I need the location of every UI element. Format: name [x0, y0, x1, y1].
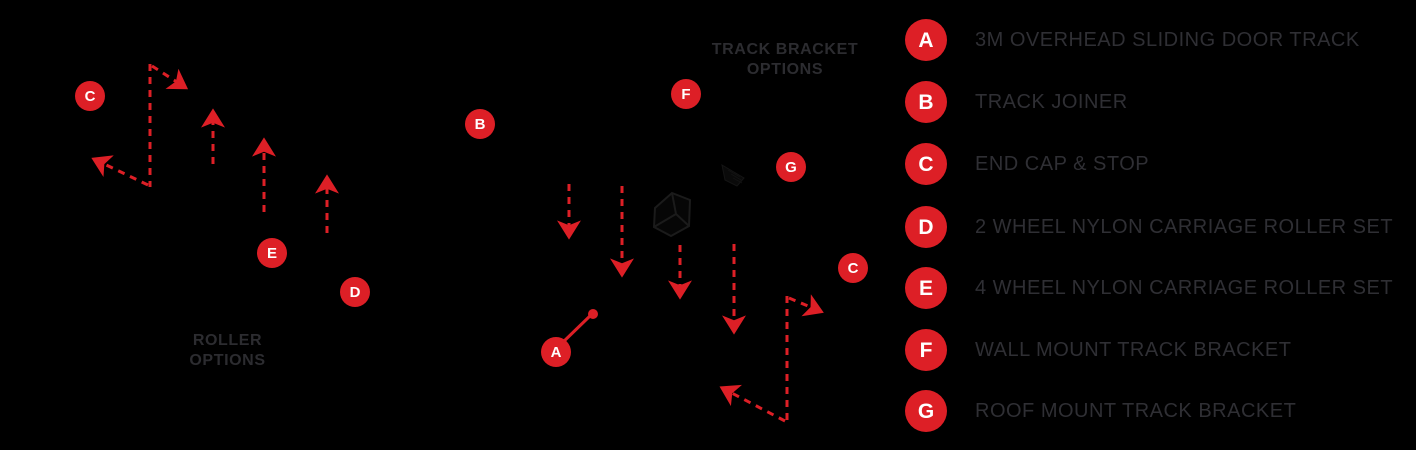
legend-label-f: WALL MOUNT TRACK BRACKET	[975, 338, 1292, 361]
legend-badge-f: F	[905, 329, 947, 371]
callout-badge-f-wall-mount[interactable]: F	[671, 79, 701, 109]
leader-roller-arrows	[201, 108, 339, 233]
leader-endcap-left	[91, 64, 189, 187]
legend-item-b[interactable]: B TRACK JOINER	[905, 81, 1128, 123]
legend-badge-c: C	[905, 143, 947, 185]
product-silhouette-bracket	[721, 163, 745, 187]
legend-item-e[interactable]: E 4 WHEEL NYLON CARRIAGE ROLLER SET	[905, 267, 1393, 309]
callout-badge-g-roof-mount[interactable]: G	[776, 152, 806, 182]
legend-label-c: END CAP & STOP	[975, 152, 1150, 175]
legend-label-a: 3M OVERHEAD SLIDING DOOR TRACK	[975, 28, 1360, 51]
legend-item-c[interactable]: C END CAP & STOP	[905, 143, 1149, 185]
leader-endcap-right	[719, 294, 824, 423]
caption-roller-options: ROLLER OPTIONS	[189, 332, 266, 369]
legend-label-g: ROOF MOUNT TRACK BRACKET	[975, 399, 1297, 422]
callout-badge-b-track-joiner[interactable]: B	[465, 109, 495, 139]
callout-badge-a-track[interactable]: A	[541, 337, 571, 367]
callout-badge-e-4wheel-roller[interactable]: E	[257, 238, 287, 268]
legend-label-d: 2 WHEEL NYLON CARRIAGE ROLLER SET	[975, 215, 1394, 238]
diagram-artwork	[91, 64, 824, 423]
legend-badge-g: G	[905, 390, 947, 432]
legend-label-e: 4 WHEEL NYLON CARRIAGE ROLLER SET	[975, 276, 1394, 299]
product-silhouette-carriage	[652, 191, 692, 238]
legend-badge-b: B	[905, 81, 947, 123]
callout-badge-c-endcap-right[interactable]: C	[838, 253, 868, 283]
legend-badge-d: D	[905, 206, 947, 248]
legend-label-b: TRACK JOINER	[975, 90, 1128, 113]
caption-track-bracket-options: TRACK BRACKET OPTIONS	[711, 41, 859, 78]
legend-item-g[interactable]: G ROOF MOUNT TRACK BRACKET	[905, 390, 1296, 432]
diagram-panel: TRACK BRACKET OPTIONS ROLLER OPTIONS C B…	[75, 41, 868, 423]
legend-item-f[interactable]: F WALL MOUNT TRACK BRACKET	[905, 329, 1292, 371]
leader-bracket-arrows	[668, 244, 746, 335]
leader-track-arrows	[557, 184, 634, 278]
legend-item-d[interactable]: D 2 WHEEL NYLON CARRIAGE ROLLER SET	[905, 206, 1393, 248]
callout-badge-c-endcap-left[interactable]: C	[75, 81, 105, 111]
legend-panel: A 3M OVERHEAD SLIDING DOOR TRACK B TRACK…	[905, 0, 1416, 450]
callout-badge-d-2wheel-roller[interactable]: D	[340, 277, 370, 307]
legend-item-a[interactable]: A 3M OVERHEAD SLIDING DOOR TRACK	[905, 19, 1360, 61]
legend-badge-e: E	[905, 267, 947, 309]
legend-badge-a: A	[905, 19, 947, 61]
